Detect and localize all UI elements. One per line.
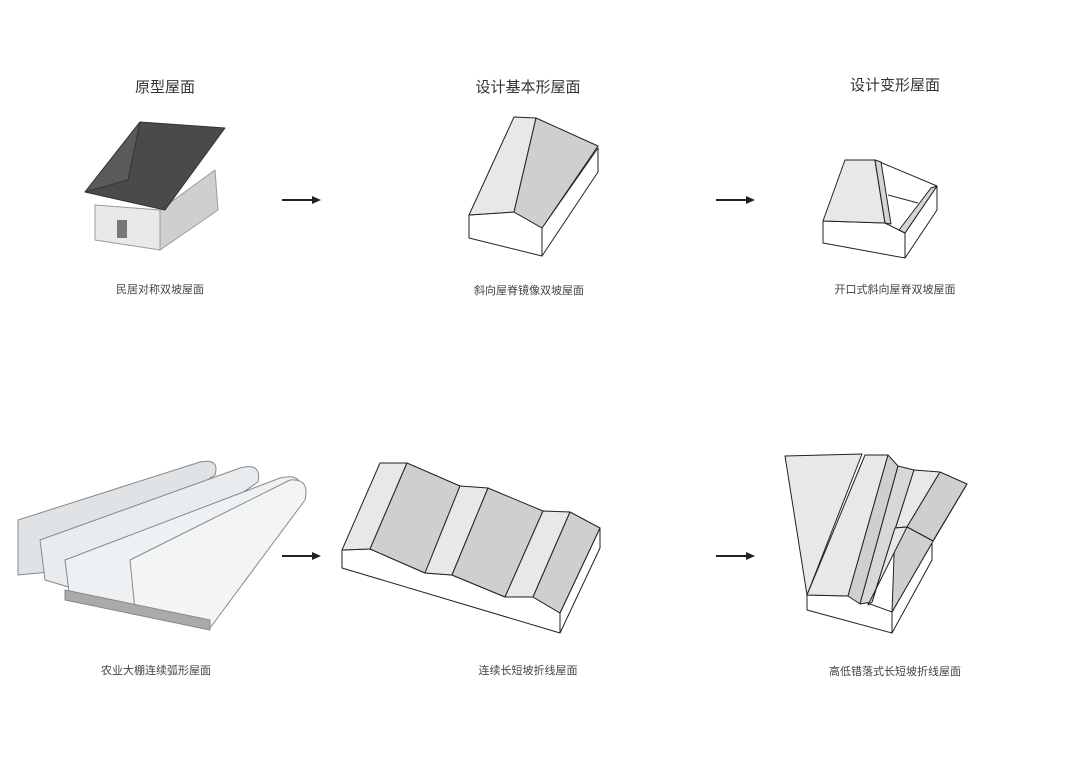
header-variant-form: 设计变形屋面 bbox=[849, 76, 941, 94]
greenhouse-photo bbox=[17, 460, 307, 631]
caption-row1-basic: 斜向屋脊镜像双坡屋面 bbox=[474, 284, 584, 297]
caption-row1-original: 民居对称双坡屋面 bbox=[116, 283, 204, 296]
house-photo bbox=[84, 121, 226, 251]
header-basic-form: 设计基本形屋面 bbox=[475, 78, 581, 96]
caption-row2-variant: 高低错落式长短坡折线屋面 bbox=[829, 665, 961, 678]
open-roof-model bbox=[822, 159, 938, 259]
staggered-roof-model bbox=[784, 453, 968, 634]
basic-roof-model bbox=[468, 116, 599, 257]
header-original-roof: 原型屋面 bbox=[134, 78, 196, 96]
caption-row2-basic: 连续长短坡折线屋面 bbox=[478, 664, 578, 677]
caption-row2-original: 农业大棚连续弧形屋面 bbox=[101, 664, 211, 677]
arrow-icons bbox=[282, 196, 755, 560]
folded-roof-model bbox=[341, 462, 601, 634]
caption-row1-variant: 开口式斜向屋脊双坡屋面 bbox=[834, 283, 956, 296]
